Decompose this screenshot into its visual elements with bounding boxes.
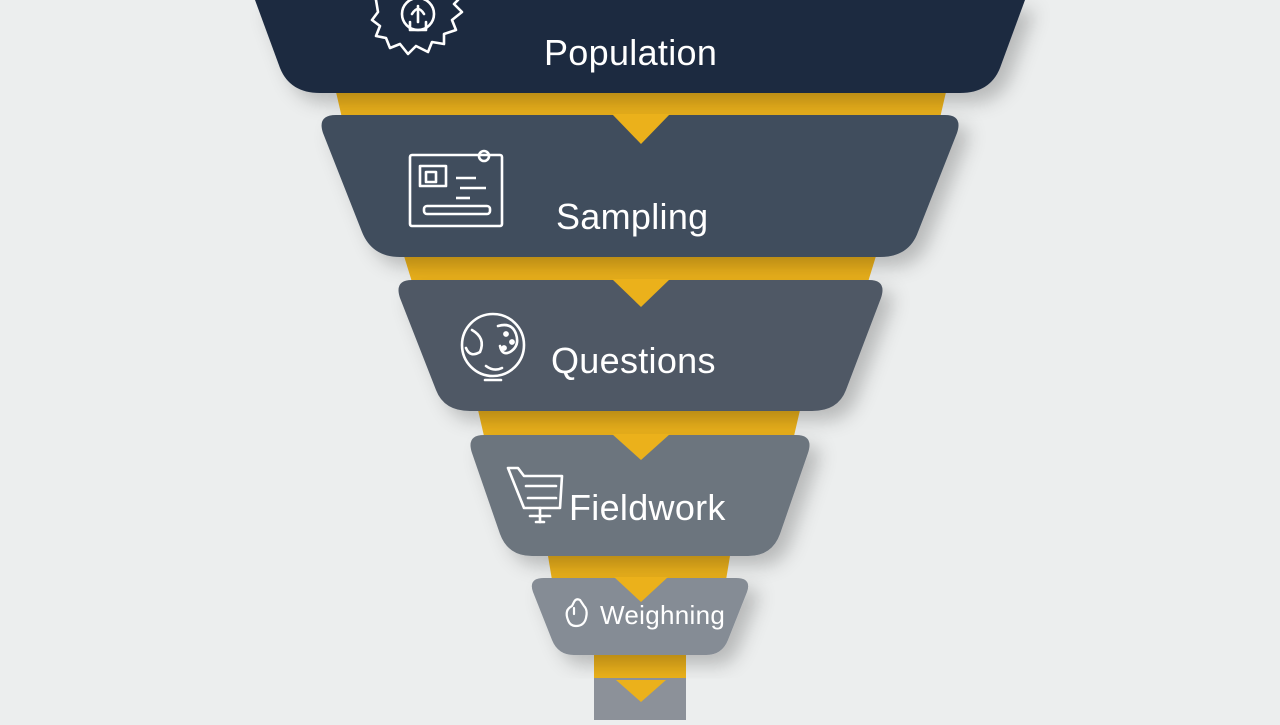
- globe-icon: [460, 312, 526, 382]
- chevron-down-icon: [616, 680, 666, 702]
- chevron-down-icon: [612, 279, 670, 307]
- chevron-down-icon: [614, 577, 668, 602]
- stage-weighing: [531, 578, 749, 655]
- chevron-down-icon: [612, 114, 670, 144]
- hand-icon: [565, 598, 588, 628]
- stage-label-sampling: Sampling: [556, 196, 709, 237]
- stage-label-weighing: Weighning: [600, 600, 726, 630]
- yellow-band-1: [336, 92, 946, 118]
- chevron-down-icon: [612, 434, 670, 460]
- yellow-band-5: [594, 654, 686, 680]
- yellow-band-3: [478, 410, 800, 436]
- yellow-band-2: [404, 256, 876, 282]
- yellow-bands: [336, 92, 946, 680]
- presentation-board-icon: [408, 149, 504, 228]
- stage-label-population: Population: [544, 32, 718, 73]
- stage-fieldwork: [470, 435, 810, 556]
- stage-sampling: [321, 115, 959, 257]
- stage-label-fieldwork: Fieldwork: [569, 487, 726, 528]
- yellow-chevrons: [612, 114, 670, 702]
- cart-easel-icon: [506, 466, 564, 524]
- stage-label-questions: Questions: [551, 340, 716, 381]
- gear-lightbulb-icon: [370, 0, 464, 56]
- stage-population: [255, 0, 1025, 93]
- stage-questions: [398, 280, 883, 411]
- yellow-band-4: [548, 556, 730, 580]
